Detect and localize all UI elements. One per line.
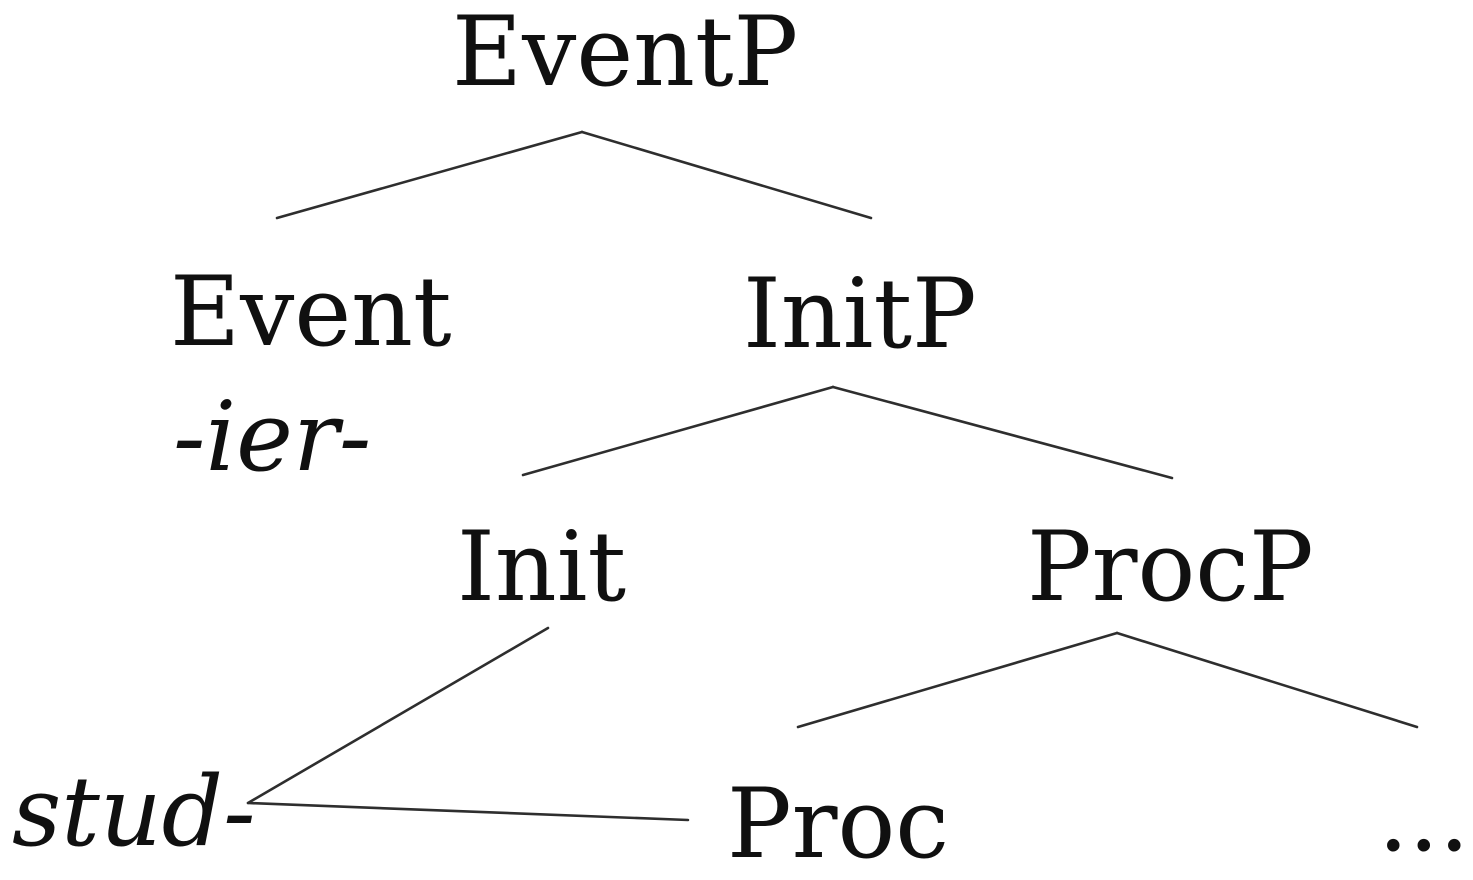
node-proc: Proc xyxy=(727,768,950,880)
node-init: Init xyxy=(457,511,627,623)
node-initp: InitP xyxy=(743,258,977,370)
node-procp: ProcP xyxy=(1027,511,1314,623)
edge-procp-proc xyxy=(796,631,1119,729)
edge-eventp-initp xyxy=(580,130,873,220)
node-event-spellout: -ier- xyxy=(173,381,372,493)
edge-stud-proc xyxy=(246,801,690,822)
edge-eventp-event xyxy=(275,130,584,220)
edge-initp-procp xyxy=(831,385,1174,480)
node-complement-ellipsis: ... xyxy=(1378,761,1470,873)
edge-init-stud xyxy=(246,626,550,805)
edge-procp-comp xyxy=(1115,631,1419,729)
node-eventp: EventP xyxy=(452,0,799,108)
node-root-spellout: stud- xyxy=(12,756,256,868)
edge-initp-init xyxy=(521,385,835,477)
node-event: Event xyxy=(170,256,452,368)
